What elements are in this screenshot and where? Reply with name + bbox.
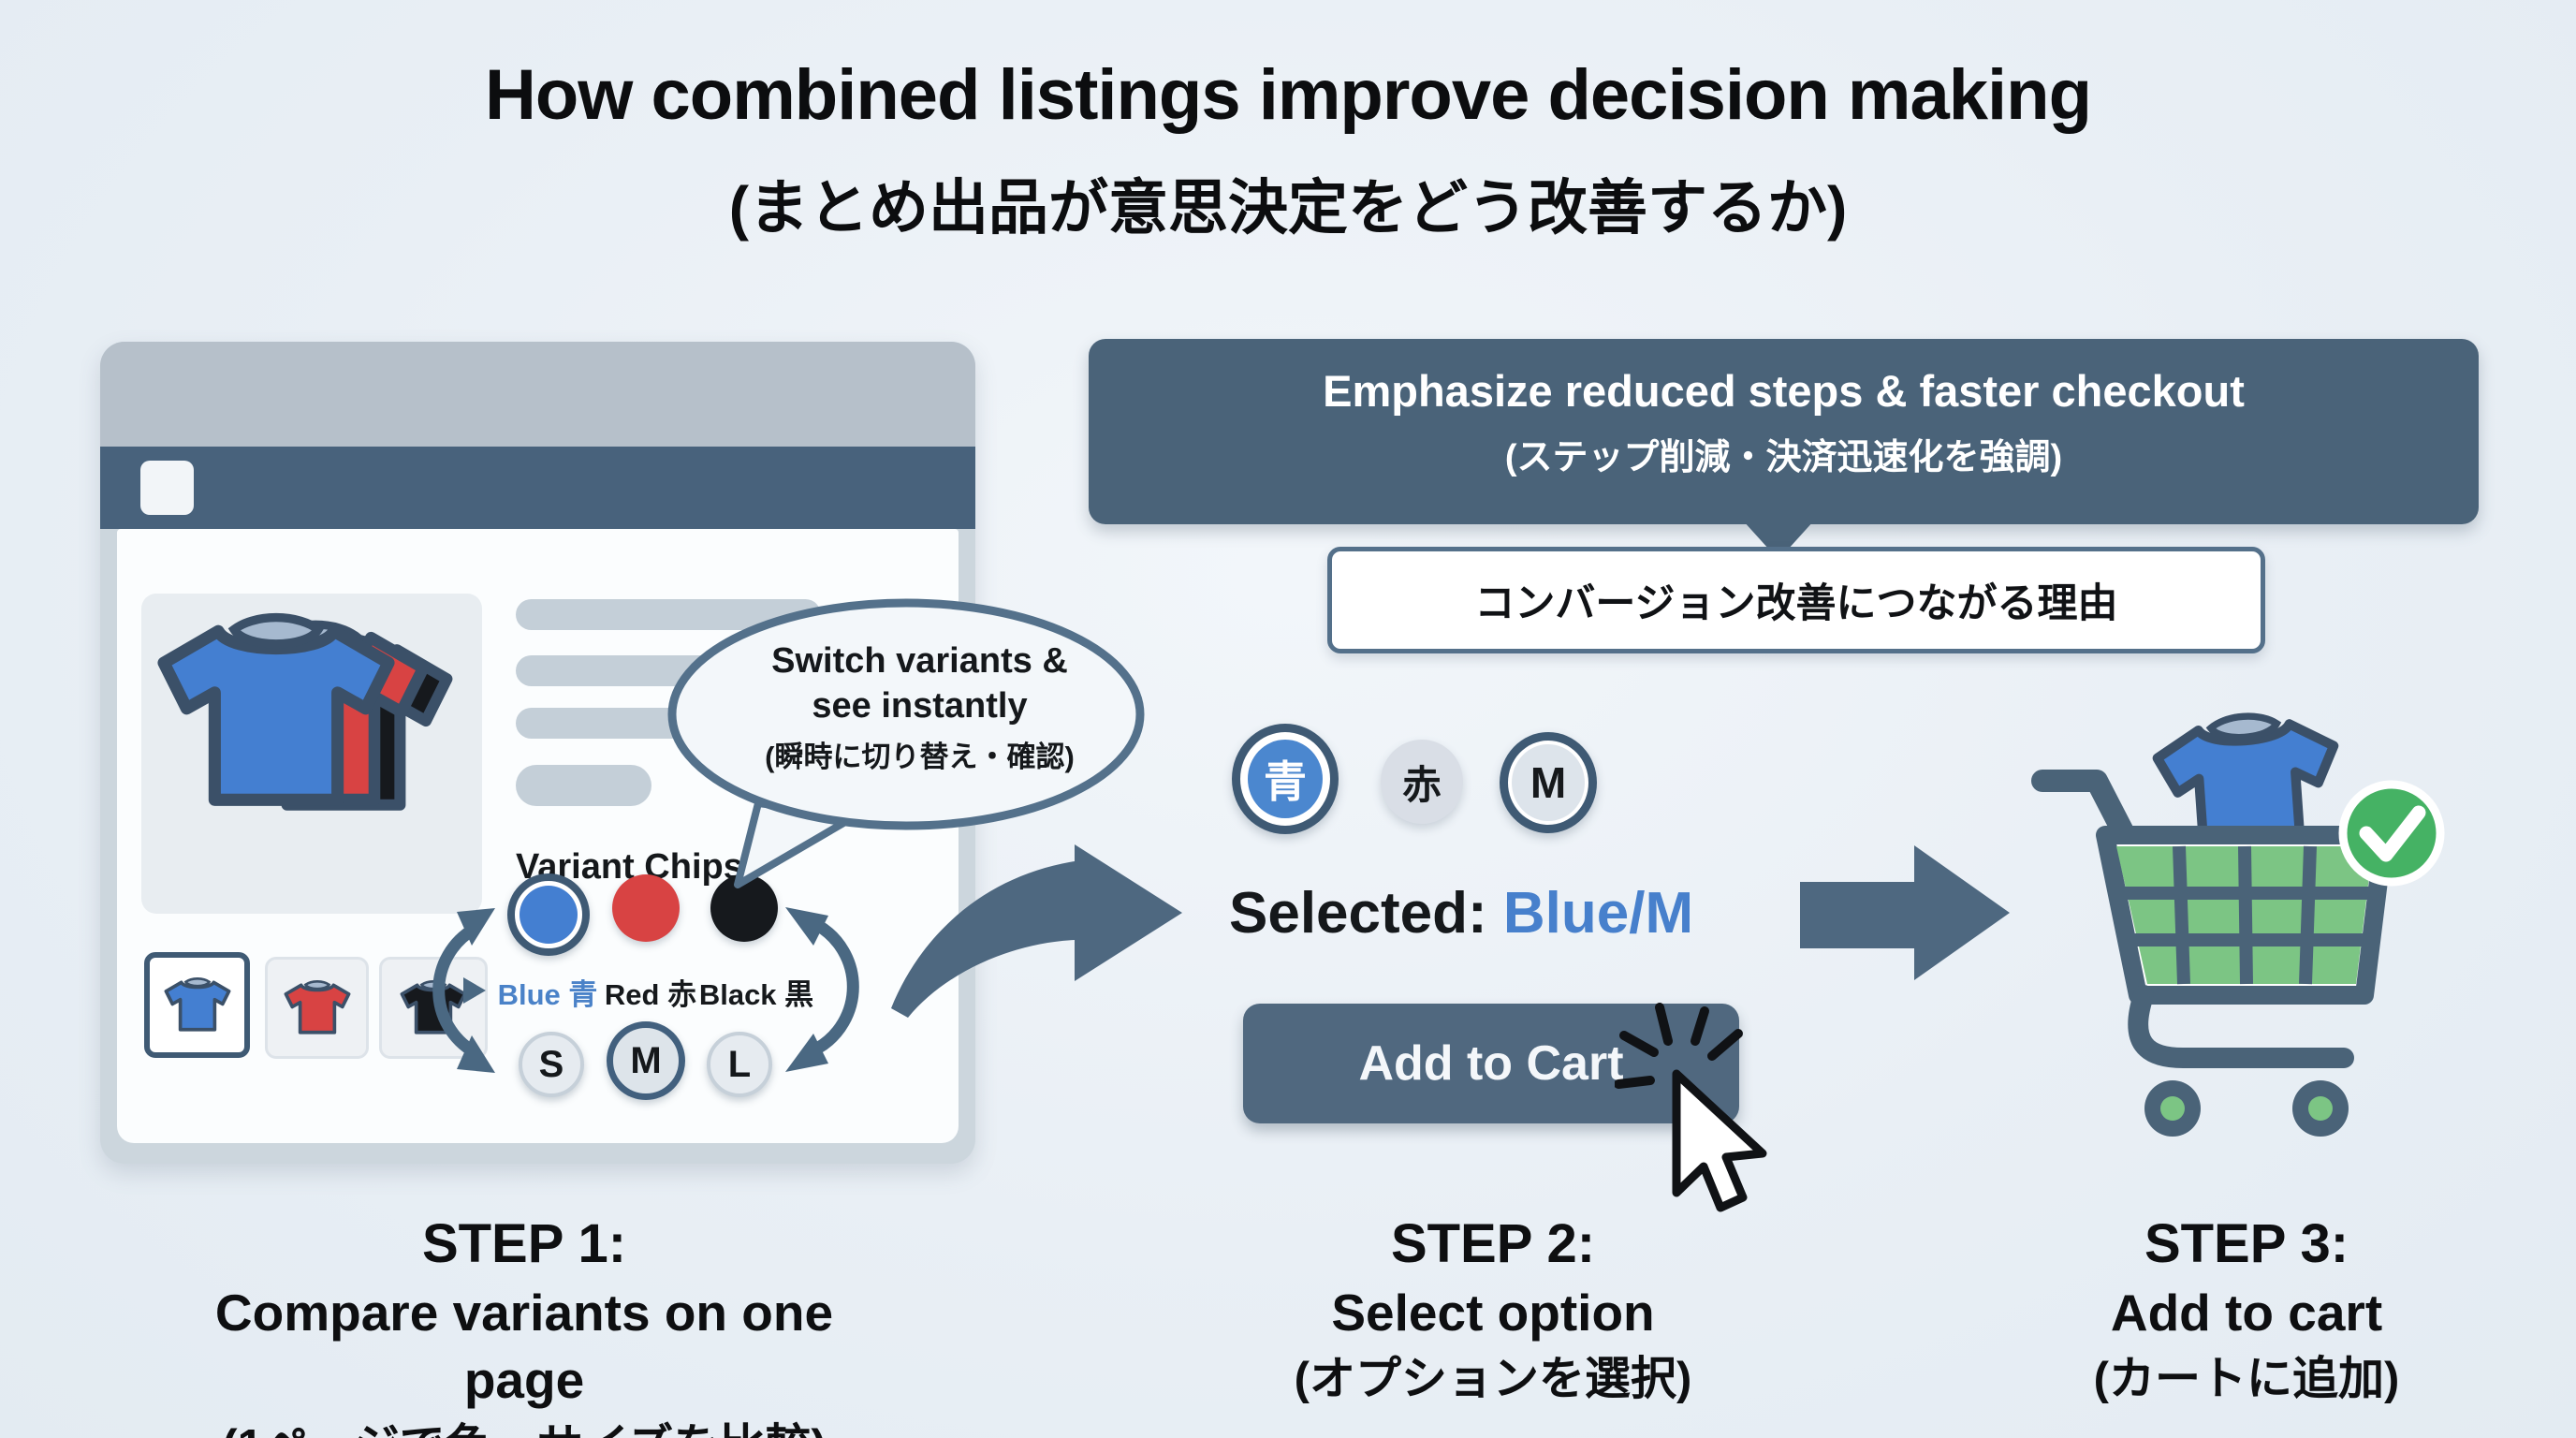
variant-label-red: Red 赤: [604, 978, 697, 1011]
page-title-en: How combined listings improve decision m…: [485, 55, 2092, 135]
size-chip-l[interactable]: L: [707, 1032, 772, 1097]
thumbnail-blue[interactable]: [144, 952, 250, 1058]
variant-chip-red[interactable]: [612, 874, 680, 942]
variant-label-blue: Blue 青: [497, 978, 598, 1011]
home-icon[interactable]: [140, 461, 194, 515]
bubble-line-3: (瞬時に切り替え・確認): [765, 741, 1075, 773]
color-chip-ao-label: 青: [1248, 740, 1323, 818]
page-title: How combined listings improve decision m…: [0, 54, 2576, 246]
curved-arrow-icon: [891, 844, 1182, 1018]
variant-chip-black[interactable]: [710, 874, 778, 942]
thumbnail-red[interactable]: [265, 957, 369, 1059]
banner-line-en: Emphasize reduced steps & faster checkou…: [1323, 366, 2245, 416]
step3-line-en: Add to cart: [2110, 1284, 2383, 1342]
browser-titlebar: [100, 342, 975, 447]
step3-line-jp: (カートに追加): [2093, 1354, 2400, 1404]
step1-title: STEP 1:: [421, 1213, 627, 1274]
click-cursor-icon: [1615, 1003, 1767, 1212]
size-chip-s[interactable]: S: [519, 1032, 584, 1097]
price-placeholder: [516, 765, 651, 806]
selected-prefix: Selected:: [1229, 881, 1487, 946]
selected-variant-readout: Selected: Blue/M: [1229, 880, 1693, 946]
step2-title: STEP 2:: [1390, 1213, 1596, 1274]
conversion-callout: コンバージョン改善につながる理由: [1327, 547, 2265, 653]
speech-bubble-shape: [667, 598, 1145, 888]
step2-line-jp: (オプションを選択): [1294, 1354, 1692, 1404]
step3-caption: STEP 3: Add to cart (カートに追加): [1872, 1210, 2576, 1412]
step1-caption: STEP 1: Compare variants on one page (1ペ…: [150, 1210, 899, 1438]
size-chip-m[interactable]: M: [607, 1021, 685, 1100]
step1-line-jp: (1ページで色・サイズを比較): [150, 1414, 899, 1438]
success-check-icon: [2338, 780, 2445, 887]
cycle-arrows-icon: [432, 907, 859, 1073]
bubble-line-2: see instantly: [812, 686, 1028, 726]
color-chip-ao-selected[interactable]: 青: [1232, 724, 1339, 834]
browser-navbar: [100, 447, 975, 529]
red-tshirt-icon: [278, 978, 357, 1037]
blue-tshirt-icon: [158, 976, 237, 1034]
bubble-line-1: Switch variants &: [771, 641, 1068, 681]
variant-label-black: Black 黒: [698, 978, 814, 1011]
variant-chip-blue[interactable]: [507, 873, 590, 956]
color-chip-aka[interactable]: 赤: [1381, 740, 1463, 824]
step2-line-en: Select option: [1331, 1284, 1655, 1342]
right-arrow-icon: [1800, 845, 2010, 980]
tshirt-stack-illustration: [141, 594, 482, 914]
blue-color-dot-icon: [520, 886, 578, 944]
product-image-card: [141, 594, 482, 914]
page-title-jp: (まとめ出品が意思決定をどう改善するか): [728, 174, 1848, 242]
shopping-cart-icon: [2031, 710, 2445, 1137]
benefit-banner: Emphasize reduced steps & faster checkou…: [1089, 339, 2479, 524]
banner-line-jp: (ステップ削減・決済迅速化を強調): [1504, 438, 2063, 477]
size-chip-m-label: M: [1512, 744, 1585, 821]
step3-title: STEP 3:: [2144, 1213, 2349, 1274]
step1-line-en: Compare variants on one page: [214, 1284, 834, 1409]
selected-value: Blue/M: [1502, 881, 1694, 946]
step2-caption: STEP 2: Select option (オプションを選択): [1119, 1210, 1867, 1412]
speech-bubble: Switch variants & see instantly (瞬時に切り替え…: [655, 593, 1184, 906]
size-chip-m-selected[interactable]: M: [1500, 732, 1597, 833]
add-to-cart-button[interactable]: Add to Cart: [1243, 1004, 1739, 1123]
